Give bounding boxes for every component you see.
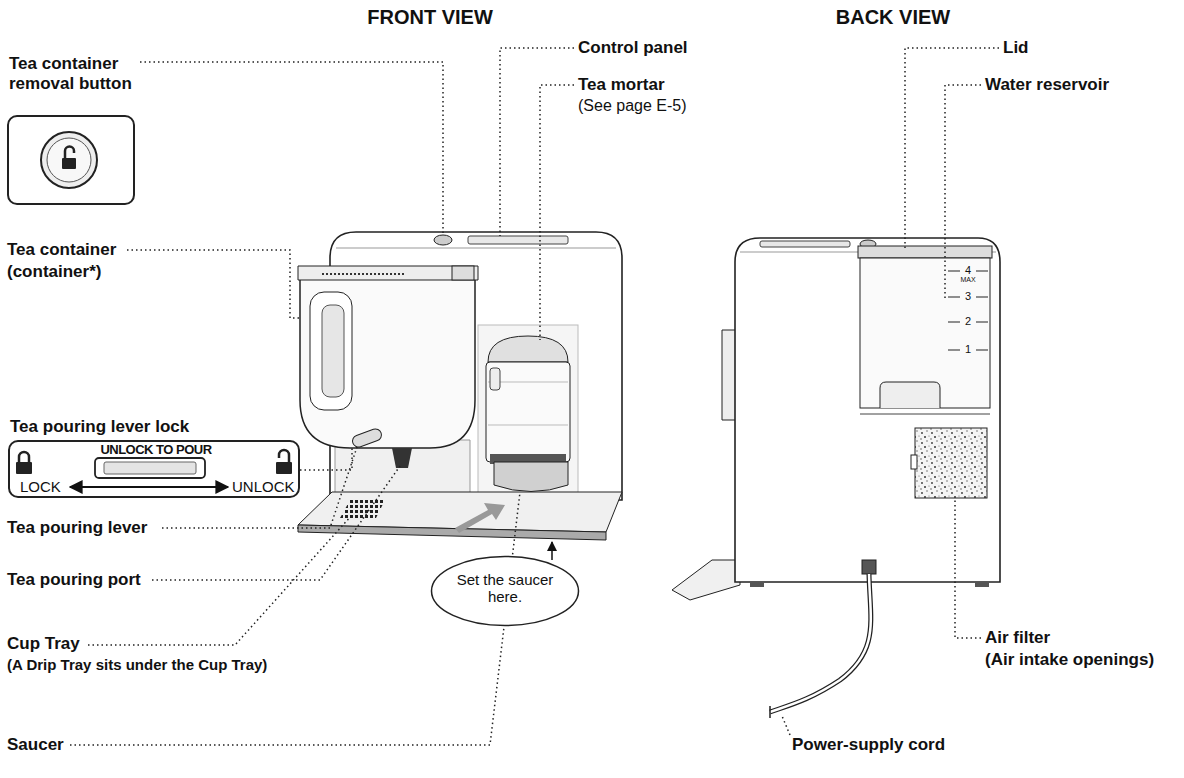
level-mark: 4 xyxy=(868,264,1068,277)
switch-label: LOCK xyxy=(20,478,61,495)
switch-label: UNLOCK xyxy=(232,478,295,495)
unlock-icon xyxy=(276,462,292,474)
leader-line xyxy=(955,498,981,638)
part-label: Tea pouring lever lock xyxy=(10,417,189,437)
part-label: Cup Tray xyxy=(7,634,80,654)
level-tick xyxy=(948,322,960,323)
callout-ellipse: Set the saucer here. xyxy=(430,555,580,627)
leader-line xyxy=(140,62,443,234)
direction-arrow xyxy=(455,503,505,533)
tray-edge xyxy=(298,525,606,540)
machine-body-back xyxy=(735,238,1000,582)
pouring-port xyxy=(392,448,412,468)
leader-line xyxy=(905,48,999,248)
container-handle xyxy=(310,292,352,410)
cord-end xyxy=(769,706,771,718)
lock-box: Tea pouring lever lockUNLOCK TO POURLOCK… xyxy=(8,440,300,498)
container-clip xyxy=(452,266,474,280)
direction-arrow xyxy=(70,486,228,488)
lock-icon xyxy=(16,462,32,474)
part-label: Tea container xyxy=(7,240,116,260)
tea-container xyxy=(300,272,475,448)
note: (A Drip Tray sits under the Cup Tray) xyxy=(7,656,267,673)
leader-line xyxy=(300,446,352,470)
leader-line xyxy=(500,48,574,236)
level-tick xyxy=(976,322,988,323)
switch-label: UNLOCK TO POUR xyxy=(10,443,302,458)
part-label: Control panel xyxy=(578,38,688,58)
mortar-handle xyxy=(490,368,500,390)
callout-arrow xyxy=(551,542,553,560)
leader-line xyxy=(540,85,574,340)
part-label: Tea pouring port xyxy=(7,570,141,590)
lock-switch xyxy=(95,458,205,478)
part-label: Tea mortar xyxy=(578,75,665,95)
icon-box: Tea container removal button xyxy=(7,115,135,205)
level-mark: 1 xyxy=(868,343,1068,356)
level-tick xyxy=(976,271,988,272)
container-rim xyxy=(298,266,478,280)
part-label: Tea pouring lever xyxy=(7,518,147,538)
reservoir-grip xyxy=(880,382,940,408)
level-tick xyxy=(948,350,960,351)
level-mark: 3 xyxy=(868,290,1068,303)
part-label: Air filter xyxy=(985,628,1050,648)
callout-text: Set the saucer here. xyxy=(455,571,555,606)
control-panel-back xyxy=(760,241,850,247)
mortar-lid xyxy=(488,336,568,362)
tray-grid xyxy=(340,500,385,518)
button-icon xyxy=(41,132,97,188)
lid xyxy=(858,246,992,258)
saucer xyxy=(494,462,568,492)
level-tick xyxy=(976,297,988,298)
mortar-band xyxy=(488,425,568,426)
handle-grip xyxy=(322,305,344,397)
leader-lines xyxy=(70,48,999,745)
switch-knob xyxy=(104,462,196,474)
reservoir-ledge xyxy=(860,414,990,415)
level-tick xyxy=(948,271,960,272)
control-panel xyxy=(468,236,568,244)
power-cord-core xyxy=(770,574,871,712)
power-socket xyxy=(862,560,876,574)
callout-ellipse-shape xyxy=(432,557,579,626)
container-holes xyxy=(322,273,405,275)
leader-line xyxy=(127,250,300,318)
part-label: Power-supply cord xyxy=(792,735,945,755)
leader-line xyxy=(152,466,400,580)
part-label: (container*) xyxy=(7,262,101,282)
mortar-recess xyxy=(478,325,578,495)
part-label: Tea container removal button xyxy=(9,54,159,93)
view-title: BACK VIEW xyxy=(793,6,993,29)
tea-mortar xyxy=(486,362,570,462)
part-label: Water reservoir xyxy=(985,75,1109,95)
container-side xyxy=(722,330,736,420)
leader-line xyxy=(945,85,981,300)
filter-latch xyxy=(911,455,917,469)
power-cord xyxy=(770,574,871,712)
air-filter xyxy=(915,428,987,498)
leader-line xyxy=(782,716,790,735)
level-tick xyxy=(976,350,988,351)
part-label: Lid xyxy=(1003,38,1029,58)
padlock-shackle xyxy=(65,147,74,159)
level-mark: 2 xyxy=(868,315,1068,328)
part-label: (Air intake openings) xyxy=(985,650,1154,670)
unlock-shackle xyxy=(279,450,289,462)
top-edge xyxy=(336,248,616,249)
part-label: Saucer xyxy=(7,735,64,755)
padlock-body xyxy=(62,158,76,169)
foot xyxy=(975,582,989,587)
pouring-lever xyxy=(351,427,383,449)
lock-shackle xyxy=(19,452,29,462)
back-tray xyxy=(672,560,740,600)
view-title: FRONT VIEW xyxy=(330,6,530,29)
level-tick xyxy=(948,297,960,298)
removal-button xyxy=(434,235,452,245)
foot xyxy=(750,582,764,587)
level-mark: MAX xyxy=(868,276,1068,284)
note: (See page E-5) xyxy=(578,97,687,115)
button-icon-inner xyxy=(47,138,91,182)
